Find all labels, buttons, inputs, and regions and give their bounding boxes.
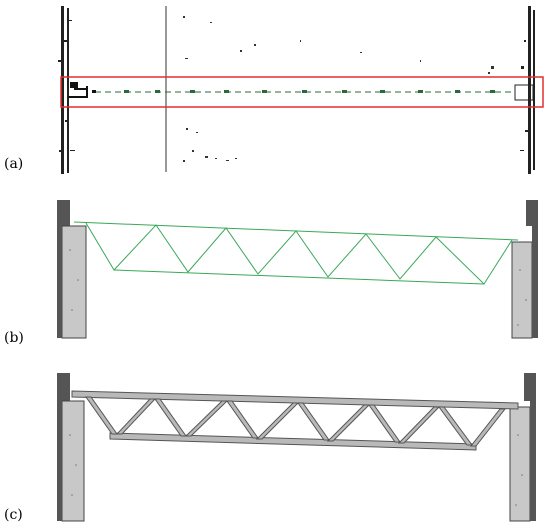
wireframe-truss-view	[57, 200, 538, 339]
right-wall-points	[520, 6, 535, 174]
solid-truss-view	[57, 373, 536, 522]
bottom-chord	[113, 269, 485, 285]
panel-label-b: (b)	[4, 330, 24, 346]
web-members	[85, 222, 513, 285]
left-wall	[57, 200, 87, 339]
right-wall	[511, 200, 538, 339]
panel-c: (c)	[0, 365, 550, 527]
panel-label-c: (c)	[4, 507, 23, 523]
left-wall-points	[58, 6, 75, 174]
point-cloud-view	[58, 6, 544, 174]
beam-points	[124, 90, 495, 93]
panel-b: (b)	[0, 190, 550, 355]
noise-points	[183, 16, 494, 162]
wall-texture	[69, 249, 527, 326]
right-support-points	[514, 84, 534, 101]
panel-label-a: (a)	[4, 156, 24, 172]
panel-a: (a)	[0, 0, 550, 180]
top-chord	[71, 390, 519, 410]
beam-highlight-box	[60, 76, 544, 108]
web-members	[85, 396, 507, 447]
right-wall	[509, 373, 536, 522]
bottom-chord	[109, 432, 477, 451]
left-support-points	[68, 82, 96, 98]
wall-texture	[69, 434, 523, 506]
left-wall	[57, 373, 85, 522]
truss-wireframe	[73, 221, 519, 285]
